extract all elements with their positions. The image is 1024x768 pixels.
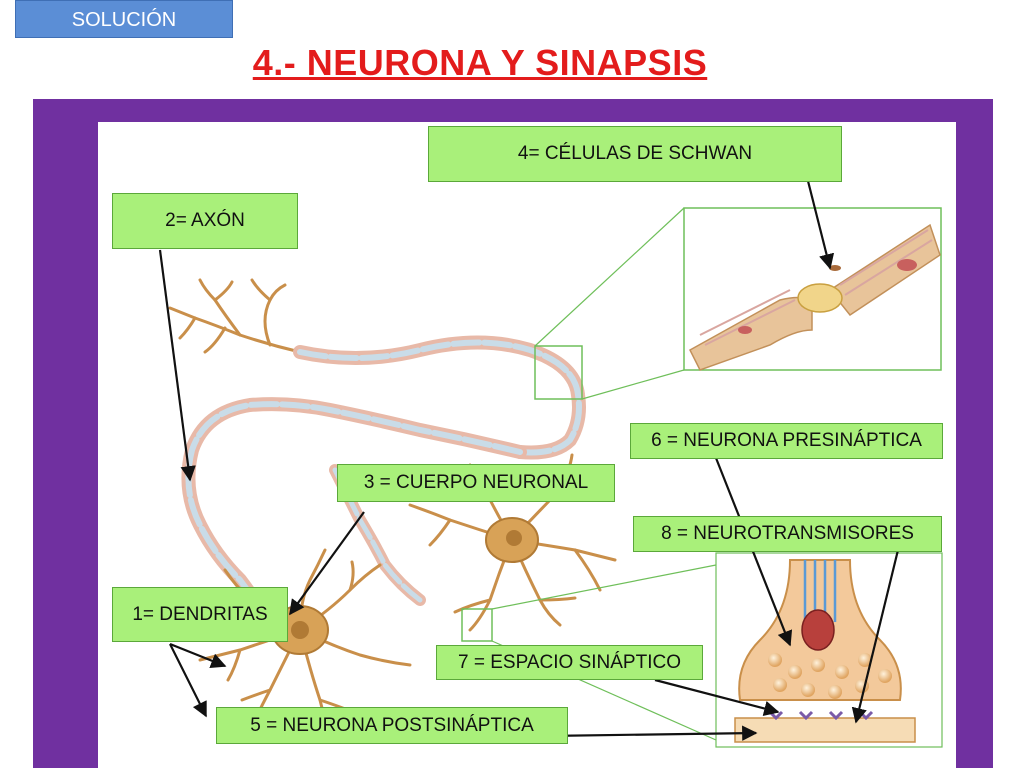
presynaptic-nucleus <box>506 530 522 546</box>
arrow-neurotransmitters <box>851 549 900 724</box>
schwann-inset <box>683 207 942 371</box>
label-axon: 2= AXÓN <box>112 193 298 249</box>
page-title: 4.- NEURONA Y SINAPSIS <box>252 42 708 83</box>
arrow-synaptic-space <box>654 678 780 716</box>
zoom-line <box>491 564 717 610</box>
arrow-dendrites-2 <box>169 643 207 718</box>
label-neuron-body: 3 = CUERPO NEURONAL <box>337 464 615 502</box>
zoom-line <box>534 207 685 347</box>
arrow-body <box>289 511 365 616</box>
label-dendrites: 1= DENDRITAS <box>112 587 288 642</box>
label-synaptic-space: 7 = ESPACIO SINÁPTICO <box>436 645 703 680</box>
solution-tag: SOLUCIÓN <box>15 0 233 38</box>
label-schwann-cells: 4= CÉLULAS DE SCHWAN <box>428 126 842 182</box>
synapse-inset <box>715 552 943 748</box>
arrow-postsynaptic <box>544 725 758 741</box>
zoom-line <box>581 369 685 400</box>
axon-terminal-branches <box>168 278 302 354</box>
label-neurotransmitters: 8 = NEUROTRANSMISORES <box>633 516 942 552</box>
myelinated-axon <box>181 335 586 627</box>
arrow-axon <box>158 249 196 482</box>
label-postsynaptic-neuron: 5 = NEURONA POSTSINÁPTICA <box>216 707 568 744</box>
label-presynaptic-neuron: 6 = NEURONA PRESINÁPTICA <box>630 423 943 459</box>
arrow-dendrites-1 <box>169 642 227 669</box>
axon-zoom-box <box>534 345 583 400</box>
arrow-schwann <box>806 180 835 270</box>
postsynaptic-nucleus <box>291 621 309 639</box>
synapse-zoom-box <box>461 608 493 642</box>
